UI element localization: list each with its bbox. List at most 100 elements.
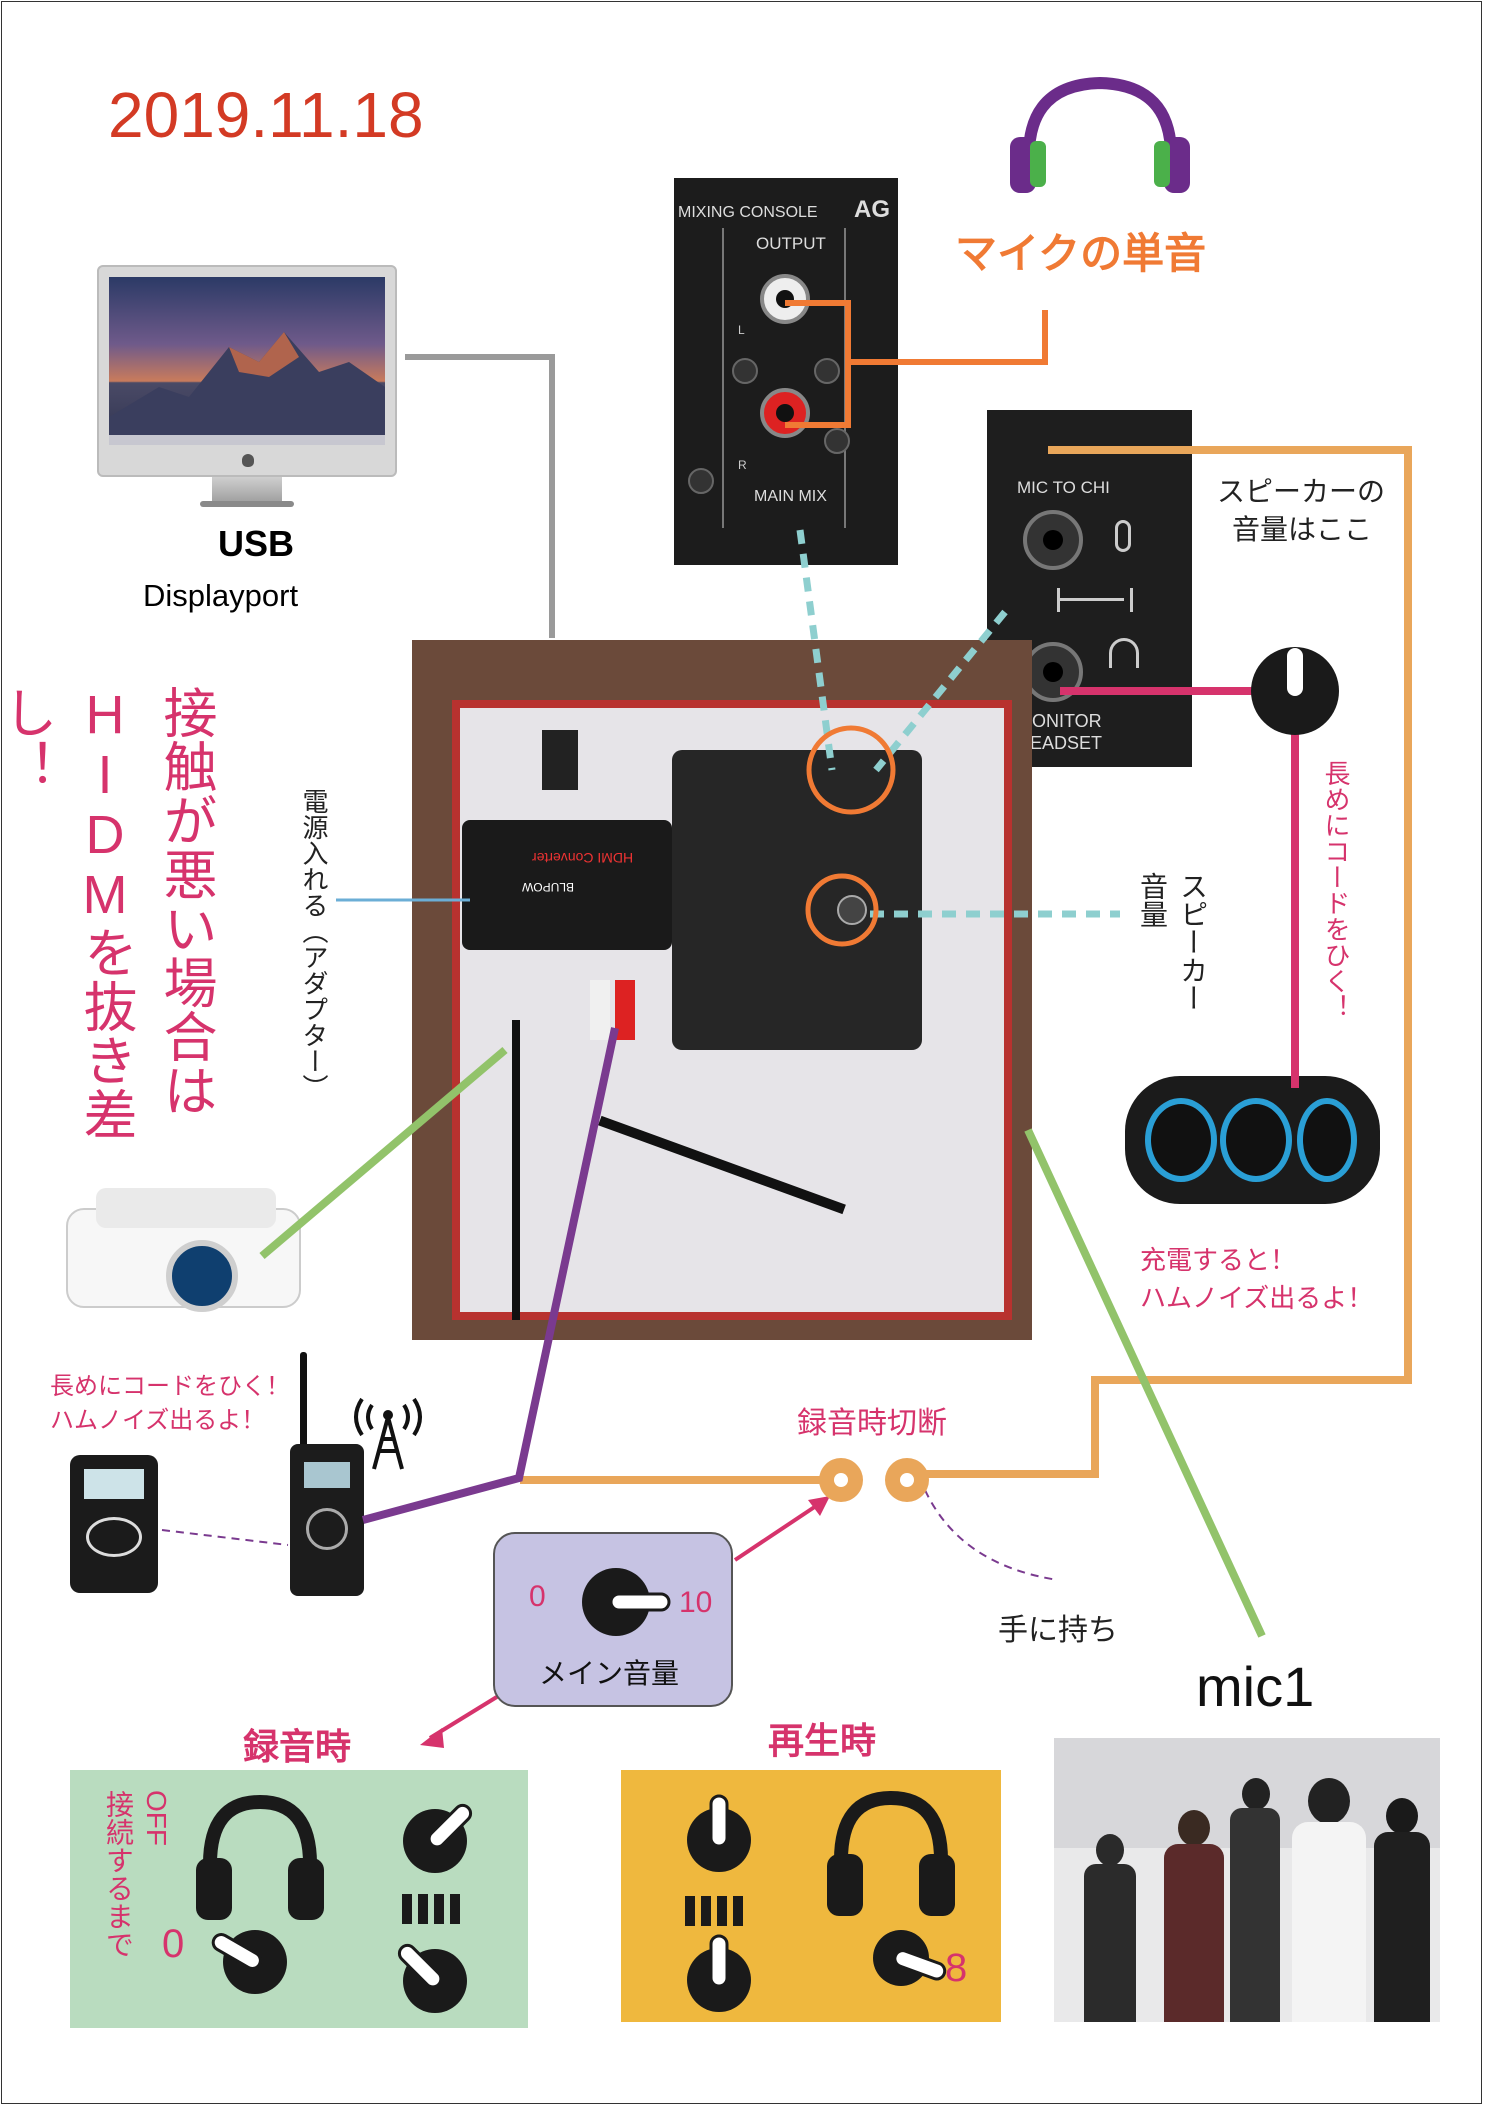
headphone-symbol-icon xyxy=(1109,638,1139,668)
imac-foot xyxy=(200,501,294,507)
person xyxy=(1374,1798,1430,2022)
rca-white-jack xyxy=(760,274,810,324)
record-until-connect-note: 接続するまで xyxy=(103,1790,134,1958)
record-knob-value: 0 xyxy=(162,1922,185,1966)
playback-title: 再生時 xyxy=(768,1720,877,1761)
playback-knob-top-icon xyxy=(687,1794,751,1872)
playback-knob-bottom-icon xyxy=(687,1934,751,2012)
main-volume-knob-icon xyxy=(582,1568,671,1636)
rca-red-jack xyxy=(760,388,810,438)
hold-in-hand-label: 手に持ち xyxy=(998,1614,1118,1647)
headphone-icon xyxy=(196,1794,324,1920)
headphone-icon xyxy=(827,1790,955,1916)
mic-symbol-icon xyxy=(1115,520,1131,552)
record-title: 録音時 xyxy=(243,1726,352,1767)
speaker-charge-line1: 充電すると！ xyxy=(1140,1245,1297,1275)
record-knob-bottom-icon xyxy=(397,1943,467,2013)
screw-icon xyxy=(824,428,850,454)
fader-bars-icon xyxy=(402,1894,460,1924)
mic-to-chi-text: MIC TO CHI xyxy=(1017,478,1110,497)
mixer-brand-text: AG xyxy=(854,196,890,223)
antenna-tower-icon xyxy=(354,1397,422,1470)
arrow-to-cut xyxy=(733,1498,827,1562)
radio-display xyxy=(84,1469,144,1499)
hand-dashed xyxy=(924,1489,1059,1581)
hdmi-converter-device: BLUPOW HDMI Converter xyxy=(462,820,672,950)
date-label: 2019.11.18 xyxy=(108,79,424,151)
speaker-driver xyxy=(1145,1098,1217,1182)
volume-knob-photo xyxy=(837,895,867,925)
record-headphone-knob-icon xyxy=(211,1930,287,1994)
usb-label: USB xyxy=(218,523,295,564)
receiver-note-line2: ハムノイズ出るよ！ xyxy=(50,1407,266,1434)
displayport-label: Displayport xyxy=(143,578,299,613)
main-volume-box: 0 10 メイン音量 xyxy=(493,1532,733,1707)
person xyxy=(1230,1778,1280,2022)
rca-plug-red xyxy=(615,980,635,1040)
rehearsal-photo xyxy=(1054,1738,1440,2022)
cable xyxy=(512,1020,520,1320)
person xyxy=(1084,1834,1136,2022)
usb-dongle xyxy=(542,730,578,790)
usb-cable-line xyxy=(405,354,555,638)
mic-tone-caption: マイクの単音 xyxy=(955,230,1207,277)
receiver-note-line1: 長めにコードをひく！ xyxy=(50,1373,290,1400)
jack-top xyxy=(1023,510,1083,570)
apple-logo-icon xyxy=(242,454,254,467)
main-volume-label: メイン音量 xyxy=(539,1658,680,1689)
radio-receiver xyxy=(70,1455,158,1593)
imac-screen xyxy=(97,265,397,477)
mixer-r-text: R xyxy=(738,458,747,472)
person xyxy=(1164,1810,1224,2022)
screw-icon xyxy=(732,358,758,384)
imac-stand xyxy=(212,477,282,503)
highlight-circle-knob xyxy=(805,873,879,947)
record-panel: OFF 接続するまで 0 xyxy=(70,1770,528,2028)
hdmi-reinsert-note: 接触が悪い場合はHIDMを抜き差し！ xyxy=(0,685,215,1141)
volume-min-label: 0 xyxy=(529,1580,546,1613)
speaker-volume-note: スピーカー音量 xyxy=(1137,872,1208,1012)
radio-buttons xyxy=(86,1517,142,1557)
wireless-transmitter xyxy=(290,1352,364,1596)
mixer-l-text: L xyxy=(738,323,745,337)
arrow-head xyxy=(808,1496,830,1516)
speaker-here-line2: 音量はここ xyxy=(1232,514,1373,545)
headset-dashed xyxy=(873,609,1008,773)
divider-symbol-icon xyxy=(1057,588,1133,612)
mountain-wallpaper xyxy=(109,277,385,445)
person xyxy=(1292,1778,1366,2022)
panel-divider xyxy=(722,228,724,528)
screw-icon xyxy=(688,468,714,494)
long-cord-note: 長めにコードをひく！ xyxy=(1321,760,1351,1020)
speaker-driver xyxy=(1297,1098,1357,1182)
projector-cable xyxy=(259,1046,508,1260)
power-adapter-note: 電源入れる（アダプター） xyxy=(299,788,329,1100)
transmitter-cable xyxy=(361,1027,619,1524)
mixer-output-text: OUTPUT xyxy=(756,234,826,253)
mic-tone-line xyxy=(785,300,1048,428)
record-knob-top-icon xyxy=(403,1803,473,1873)
fader-bars-icon xyxy=(685,1896,743,1926)
headphone-top-icon xyxy=(1010,76,1190,193)
highlight-circle-jack xyxy=(806,725,896,815)
main-mix-dashed xyxy=(796,529,836,771)
mic1-label: mic1 xyxy=(1196,1655,1315,1718)
mixer-console-text: MIXING CONSOLE xyxy=(678,204,818,221)
recording-cut-cable xyxy=(520,446,1412,1484)
playback-knob-value: 8 xyxy=(945,1946,968,1990)
headset-speaker-cable xyxy=(1060,687,1299,1088)
monitor-headset-text: MONITOR HEADSET xyxy=(1017,711,1103,753)
volume-max-label: 10 xyxy=(679,1586,713,1619)
projector xyxy=(66,1178,301,1328)
mountain-shape xyxy=(109,332,385,445)
cut-while-recording-label: 録音時切断 xyxy=(797,1407,947,1440)
speaker-charge-line2: ハムノイズ出るよ！ xyxy=(1140,1283,1374,1313)
setup-main-photo: BLUPOW HDMI Converter xyxy=(412,640,1032,1340)
receiver-dashed xyxy=(161,1529,289,1546)
projector-lens xyxy=(166,1240,238,1312)
speaker-driver xyxy=(1220,1098,1292,1182)
imac-computer xyxy=(97,265,397,510)
rca-plug-white xyxy=(590,980,610,1040)
